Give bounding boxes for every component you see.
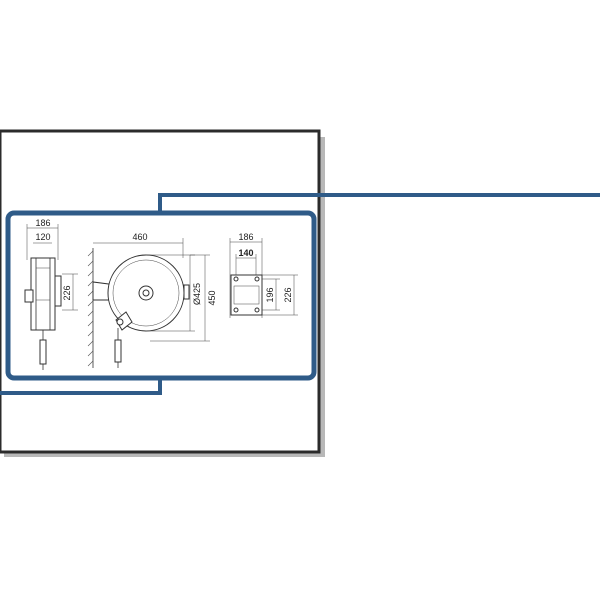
- bracket-hole-spacing: 196: [265, 287, 275, 302]
- bracket-view: 186 140 196 226: [229, 232, 298, 318]
- detail-frame: [5, 210, 317, 381]
- front-height: 450: [207, 290, 217, 305]
- bracket-width-inner: 140: [238, 248, 253, 258]
- callout-line-top: [158, 193, 600, 212]
- front-view: 460 Ø425 450: [87, 232, 217, 368]
- front-diameter: Ø425: [192, 283, 202, 305]
- side-width-inner: 120: [35, 232, 50, 242]
- callout-line-bottom: [0, 377, 162, 395]
- side-view: 186 120 226: [24, 218, 78, 370]
- side-width-outer: 186: [35, 218, 50, 228]
- bracket-height: 226: [283, 287, 293, 302]
- bracket-width-outer: 186: [238, 232, 253, 242]
- side-height: 226: [62, 285, 72, 300]
- front-depth: 460: [132, 232, 147, 242]
